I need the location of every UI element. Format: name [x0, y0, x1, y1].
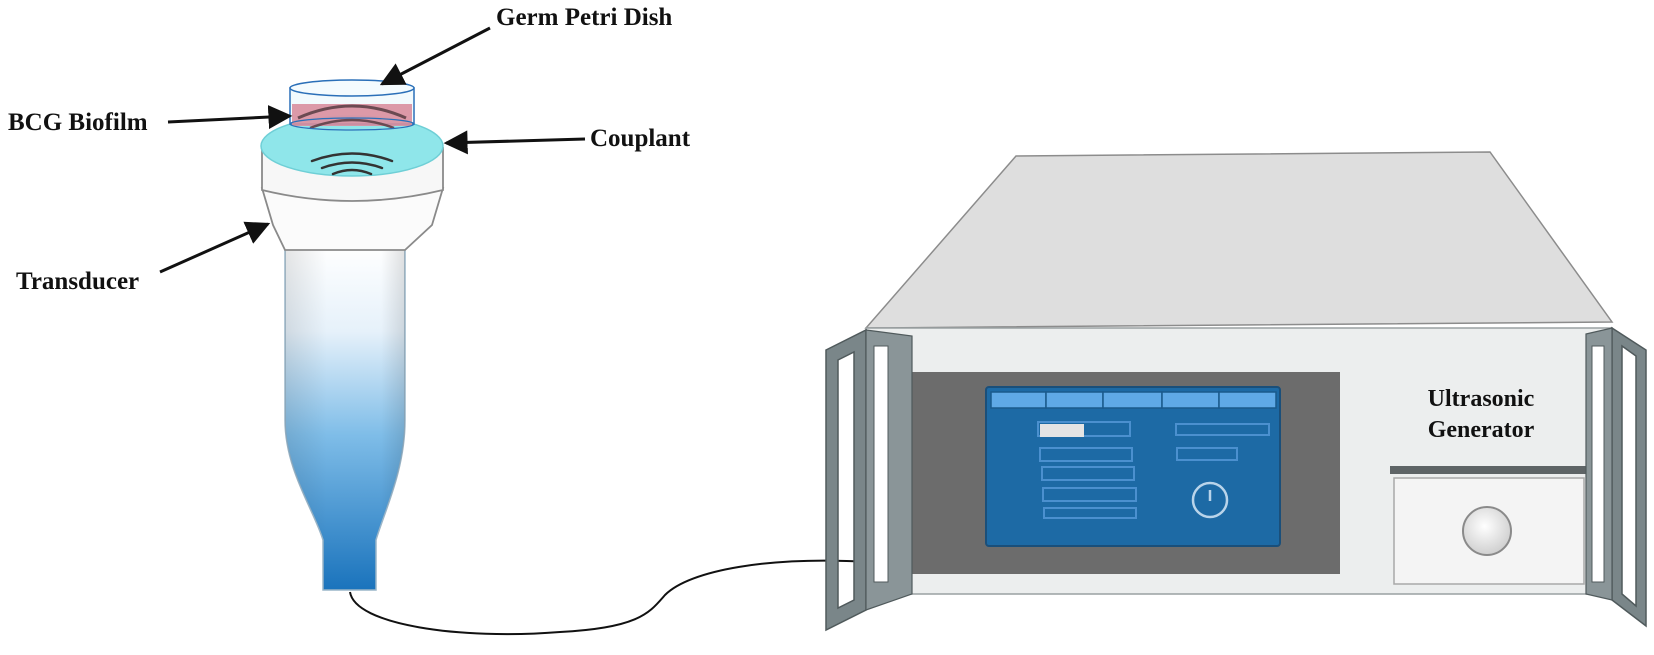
- transducer: [260, 79, 445, 591]
- screen-fields: [1037, 421, 1270, 519]
- generator-label-line1: Ultrasonic: [1428, 386, 1535, 412]
- power-icon: [1191, 481, 1229, 519]
- generator-shelf: [1390, 466, 1588, 474]
- label-petri-dish: Germ Petri Dish: [496, 4, 672, 31]
- label-transducer: Transducer: [16, 268, 139, 295]
- arrow-biofilm: [167, 105, 293, 130]
- ultrasonic-generator: Ultrasonic Generator: [825, 151, 1647, 632]
- left-handle: [825, 328, 867, 632]
- right-handle: [1611, 326, 1647, 628]
- ultrasonic-waves: [310, 152, 394, 176]
- arrow-petri-dish: [379, 26, 491, 86]
- generator-top-cover: [864, 151, 1614, 329]
- petri-dish: [289, 79, 415, 131]
- control-knob[interactable]: [1462, 506, 1512, 556]
- arrow-couplant: [443, 130, 586, 155]
- screen-highlight-field: [1040, 424, 1084, 437]
- connection-cable: [349, 559, 871, 636]
- label-couplant: Couplant: [590, 125, 691, 152]
- arrow-transducer: [159, 221, 271, 274]
- generator-label-line2: Generator: [1428, 417, 1535, 443]
- screen-tab-bar: [990, 391, 1277, 409]
- label-biofilm: BCG Biofilm: [8, 109, 148, 136]
